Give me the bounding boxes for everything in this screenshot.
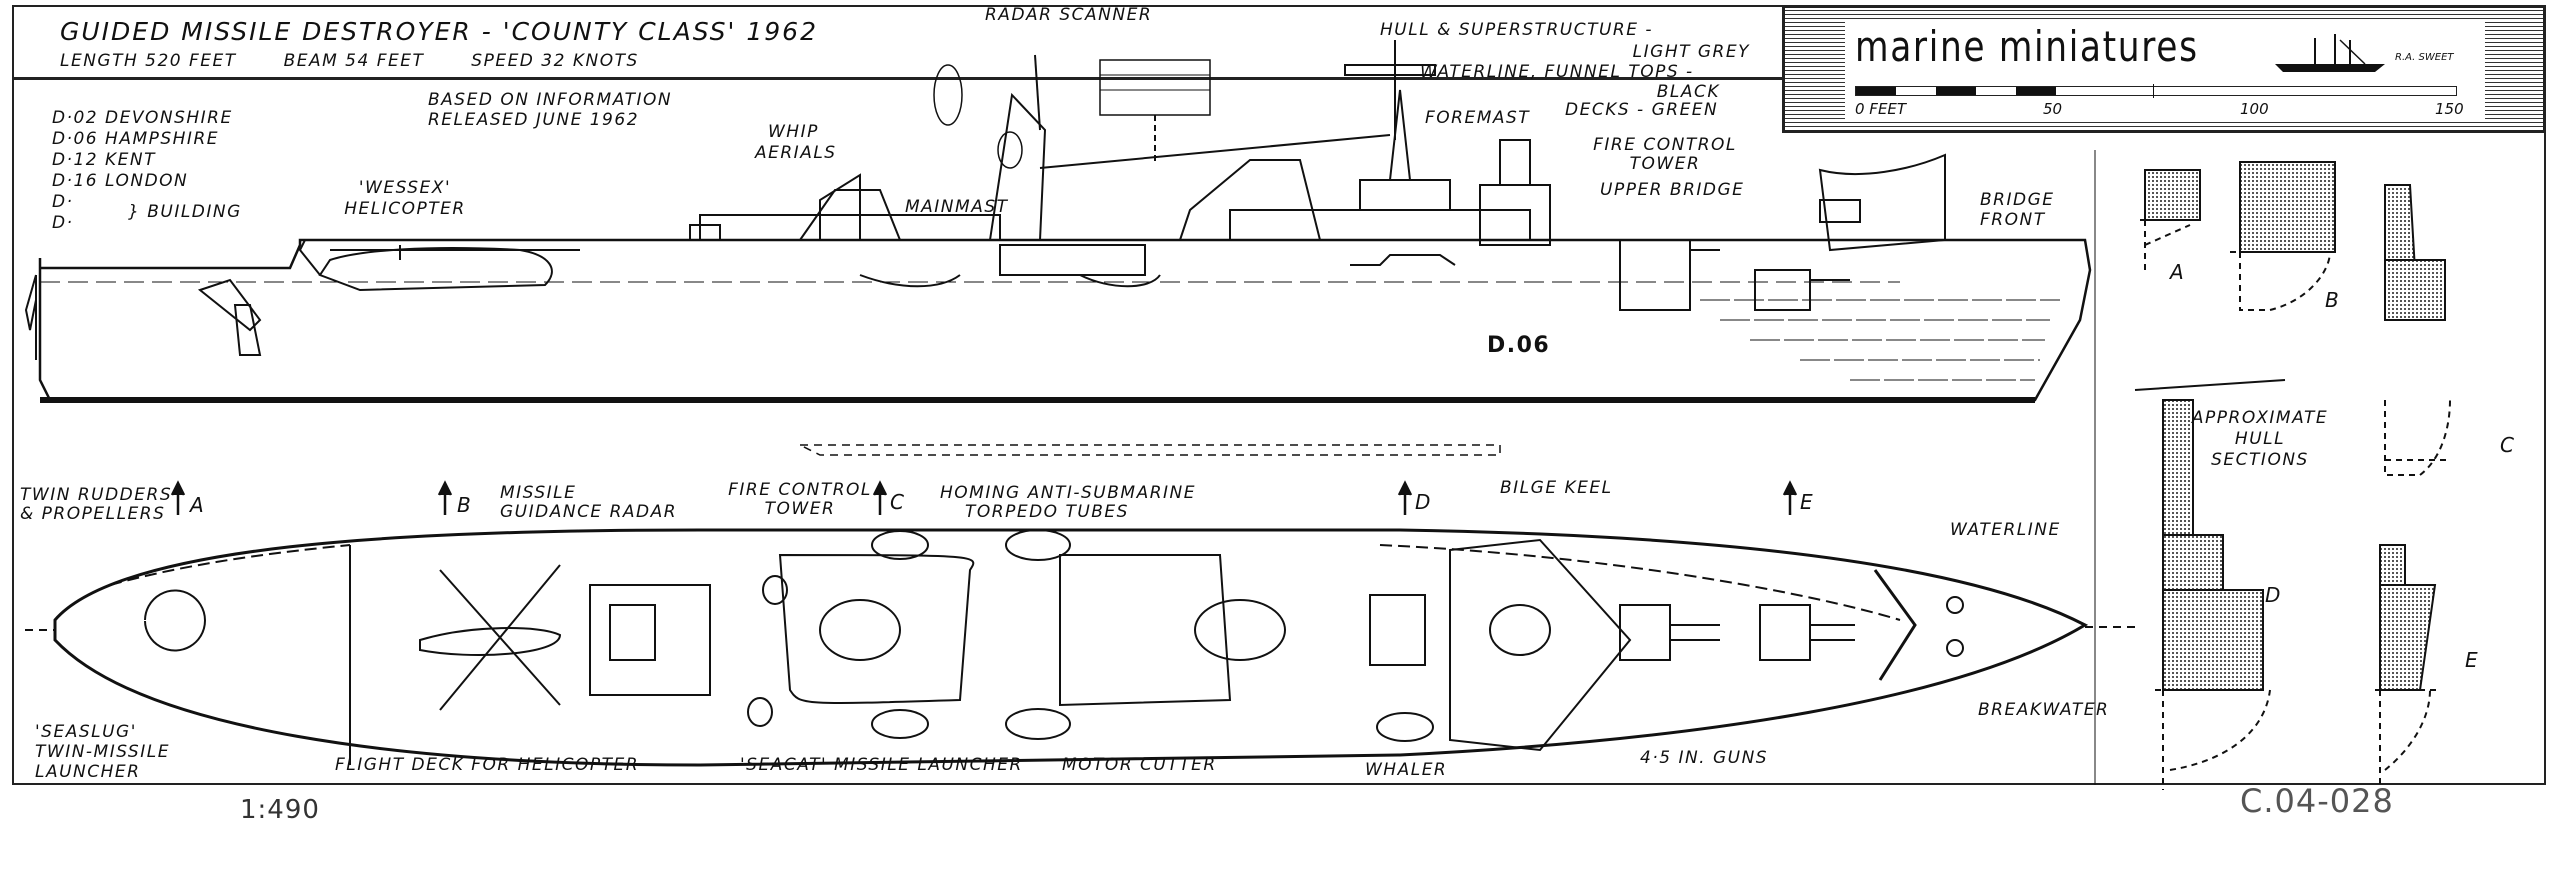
wessex-helicopter-side [298, 239, 580, 292]
spec-beam: BEAM 54 FEET [283, 51, 425, 71]
drawing-frame [12, 5, 2546, 785]
label-mainmast: MAINMAST [905, 197, 1009, 217]
label-bridge-front: BRIDGE [1980, 190, 2055, 210]
plan-view-hull [25, 528, 2140, 767]
pennant-number: D.06 [1487, 333, 1551, 358]
ship-list-item: D· [52, 192, 74, 212]
label-whip-aerials: WHIP [768, 122, 819, 142]
seaslug-launcher-side [197, 278, 262, 356]
label-rudders: TWIN RUDDERS [20, 485, 173, 505]
label-breakwater: BREAKWATER [1978, 700, 2110, 720]
section-marker-d: D [1415, 490, 1432, 514]
section-arrows [170, 480, 1798, 515]
wessex-helicopter-plan [419, 564, 562, 711]
hull-section-letter-b: B [2325, 288, 2341, 312]
label-whaler: WHALER [1365, 760, 1448, 780]
label-torpedo: HOMING ANTI-SUBMARINE [940, 483, 1196, 503]
ship-list-item: D· [52, 213, 74, 233]
label-helicopter: 'WESSEX' [358, 178, 452, 198]
label-fire-control: TOWER [1629, 154, 1701, 174]
bridge-front-detail [1818, 153, 1946, 252]
label-waterline: WATERLINE [1950, 520, 2061, 540]
colour-note-line: LIGHT GREY [1632, 42, 1750, 62]
hull-section-letter-a: A [2170, 260, 2186, 284]
label-bridge-front: FRONT [1980, 210, 2046, 230]
colour-note-line: WATERLINE, FUNNEL TOPS - [1420, 62, 1694, 82]
label-plan-fire-control: TOWER [764, 499, 836, 519]
ship-list-item: D·06 HAMPSHIRE [52, 129, 220, 149]
source-note-line: BASED ON INFORMATION [428, 90, 673, 110]
spec-line: LENGTH 520 FEET BEAM 54 FEET SPEED 32 KN… [60, 51, 679, 71]
scale-tick-0: 0 FEET [1855, 100, 1907, 118]
label-flight-deck: FLIGHT DECK FOR HELICOPTER [335, 755, 640, 775]
label-upper-bridge: UPPER BRIDGE [1600, 180, 1745, 200]
label-torpedo: TORPEDO TUBES [965, 502, 1129, 522]
hull-sections [2094, 150, 2451, 790]
brand-signature: R.A. SWEET [2395, 52, 2454, 63]
hull-section-letter-d: D [2265, 583, 2282, 607]
scale-tick-150: 150 [2435, 100, 2464, 118]
ship-list-item: D·12 KENT [52, 150, 157, 170]
label-guns: 4·5 IN. GUNS [1640, 748, 1769, 768]
hull-section-letter-e: E [2465, 648, 2480, 672]
catalogue-code: C.04-028 [2240, 782, 2394, 820]
ensign-staff [24, 274, 37, 360]
building-label: } BUILDING [128, 202, 242, 222]
label-seaslug: TWIN-MISSILE [35, 742, 170, 762]
colour-note-line: BLACK [1656, 82, 1720, 102]
label-motor-cutter: MOTOR CUTTER [1062, 755, 1217, 775]
label-whip-aerials: AERIALS [755, 143, 837, 163]
label-foremast: FOREMAST [1425, 108, 1531, 128]
source-note-line: RELEASED JUNE 1962 [428, 110, 640, 130]
colour-note-line: HULL & SUPERSTRUCTURE - [1380, 20, 1653, 40]
drawing-title: GUIDED MISSILE DESTROYER - 'COUNTY CLASS… [60, 17, 818, 46]
label-seaslug: 'SEASLUG' [35, 722, 137, 742]
label-missile-radar: MISSILE [500, 483, 577, 503]
scale-bar [1855, 84, 2457, 98]
label-radar-scanner: RADAR SCANNER [985, 5, 1153, 25]
ship-list-item: D·02 DEVONSHIRE [52, 108, 233, 128]
label-seaslug: LAUNCHER [35, 762, 141, 782]
side-profile-hull [38, 238, 2092, 403]
label-helicopter: HELICOPTER [344, 199, 466, 219]
scale-tick-100: 100 [2240, 100, 2269, 118]
bilge-keel [799, 444, 1501, 456]
brand-name: marine miniatures [1855, 22, 2199, 71]
scale-tick-50: 50 [2043, 100, 2063, 118]
side-profile-superstructure [689, 40, 1850, 311]
label-seacat: 'SEACAT' MISSILE LAUNCHER [740, 755, 1023, 775]
spec-length: LENGTH 520 FEET [60, 51, 237, 71]
hull-section-letter-c: C [2500, 433, 2516, 457]
hull-sections-title: HULL [2234, 429, 2286, 449]
colour-note-line: DECKS - GREEN [1565, 100, 1719, 120]
brand-box: marine miniatures R.A. SWEET 0 FEET 50 1… [1782, 5, 2546, 133]
label-missile-radar: GUIDANCE RADAR [500, 502, 678, 522]
label-rudders: & PROPELLERS [20, 504, 166, 524]
label-bilge-keel: BILGE KEEL [1500, 478, 1613, 498]
brand-inner: marine miniatures R.A. SWEET 0 FEET 50 1… [1845, 20, 2485, 120]
label-plan-fire-control: FIRE CONTROL [728, 480, 872, 500]
spec-speed: SPEED 32 KNOTS [471, 51, 639, 71]
drawing-scale: 1:490 [240, 795, 320, 825]
label-fire-control: FIRE CONTROL [1593, 135, 1737, 155]
title-block: GUIDED MISSILE DESTROYER - 'COUNTY CLASS… [12, 5, 1782, 80]
section-marker-e: E [1800, 490, 1815, 514]
section-marker-c: C [890, 490, 906, 514]
ship-list-item: D·16 LONDON [52, 171, 189, 191]
brand-ship-icon [2275, 34, 2385, 72]
hull-sections-title: SECTIONS [2211, 450, 2309, 470]
section-marker-b: B [457, 493, 473, 517]
hull-sections-title: APPROXIMATE [2191, 408, 2329, 428]
section-marker-a: A [190, 493, 206, 517]
